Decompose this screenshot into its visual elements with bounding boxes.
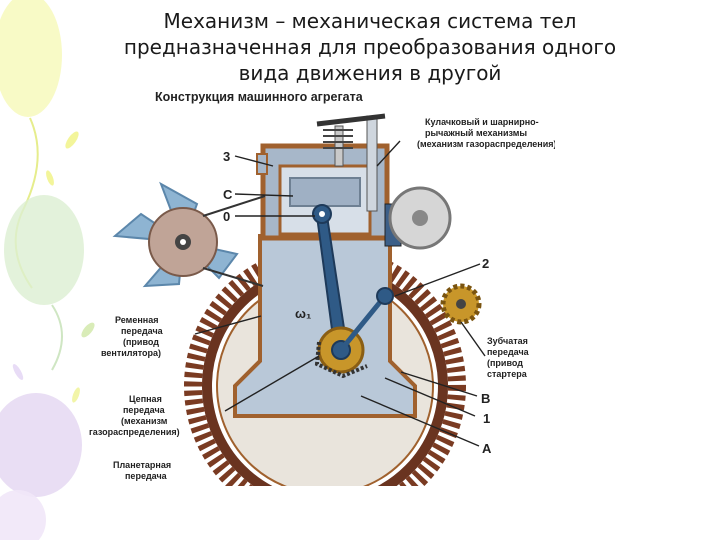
marker-c: С	[223, 187, 233, 202]
gear-drive-label-1: Зубчатая	[487, 336, 528, 346]
marker-a: А	[482, 441, 492, 456]
planetary-label-1: Планетарная	[113, 460, 171, 470]
belt-drive-label-1: Ременная	[115, 315, 158, 325]
timing-chain	[314, 341, 368, 379]
flywheel	[388, 186, 452, 250]
cam-mechanism-label-2: рычажный механизмы	[425, 128, 527, 138]
purple-balloon	[0, 393, 82, 497]
green-balloon	[4, 195, 84, 305]
marker-2: 2	[482, 256, 489, 271]
omega-label: ω₁	[295, 306, 311, 321]
cam-mechanism-label-3: (механизм газораспределения)	[417, 139, 555, 149]
fan-belt	[202, 195, 266, 287]
marker-b: В	[481, 391, 490, 406]
marker-0: 0	[223, 209, 230, 224]
gear-drive-label-3: (привод	[487, 358, 523, 368]
yellow-balloon	[0, 0, 62, 117]
valve-spring	[334, 125, 344, 167]
belt-drive-label-4: вентилятора)	[101, 348, 161, 358]
marker-1: 1	[483, 411, 490, 426]
crank-mechanism	[312, 204, 394, 379]
belt-drive-label-2: передача	[121, 326, 164, 336]
chain-drive-label-4: газораспределения)	[89, 427, 180, 437]
fan	[112, 181, 266, 288]
chain-drive-label-3: (механизм	[121, 416, 168, 426]
title-line-3: вида движения в другой	[238, 61, 502, 85]
starter-gear	[440, 283, 482, 325]
title-line-2: предназначенная для преобразования одног…	[123, 35, 617, 59]
slide-title: Механизм – механическая система тел пред…	[40, 8, 700, 86]
chain-drive-label-1: Цепная	[129, 394, 162, 404]
title-line-1: Механизм – механическая система тел	[163, 9, 577, 33]
machine-unit-diagram: Конструкция машинного агрегата	[89, 90, 555, 486]
pushrod	[366, 115, 378, 212]
gear-drive-label-4: стартера	[487, 369, 528, 379]
piston	[289, 177, 361, 207]
chain-drive-label-2: передача	[123, 405, 166, 415]
rocker-arm	[316, 113, 386, 127]
planetary-label-2: передача	[125, 471, 168, 481]
belt-drive-label-3: (привод	[123, 337, 159, 347]
gear-drive-label-2: передача	[487, 347, 530, 357]
diagram-heading: Конструкция машинного агрегата	[155, 90, 364, 104]
marker-3: 3	[223, 149, 230, 164]
cam-mechanism-label-1: Кулачковый и шарнирно-	[425, 117, 539, 127]
leader-lines	[194, 140, 486, 447]
